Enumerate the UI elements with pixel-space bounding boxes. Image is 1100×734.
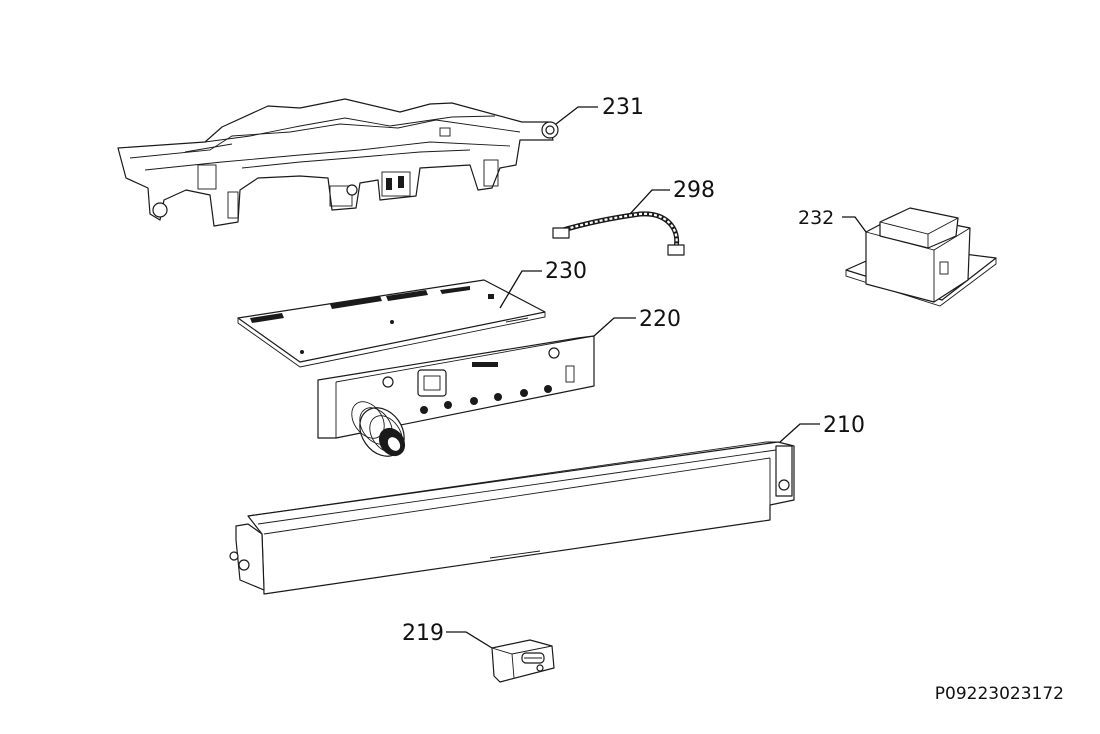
part-298-wiring-harness	[552, 211, 685, 256]
part-210-control-panel-fascia	[229, 441, 795, 595]
leader-220	[593, 317, 636, 337]
leader-210	[779, 423, 820, 443]
part-232-transformer	[845, 207, 997, 307]
callout-231: 231	[602, 95, 644, 120]
callout-labels: 231 298 232 230 220 210 219	[402, 95, 865, 646]
leader-232	[842, 216, 867, 233]
part-230-control-board	[237, 279, 546, 368]
part-231-frame-bracket	[117, 98, 559, 227]
callout-298: 298	[673, 178, 715, 203]
callout-220: 220	[639, 307, 681, 332]
part-219-clip	[491, 639, 555, 683]
callout-232: 232	[798, 207, 834, 229]
callout-210: 210	[823, 413, 865, 438]
part-220-user-interface-board	[317, 335, 595, 457]
leader-230	[499, 270, 542, 309]
leader-298	[629, 189, 670, 215]
callout-219: 219	[402, 621, 444, 646]
callout-230: 230	[545, 259, 587, 284]
leader-231	[555, 106, 598, 125]
leader-219	[446, 631, 493, 649]
drawing-code: P09223023172	[934, 684, 1064, 704]
leader-lines	[446, 106, 867, 649]
